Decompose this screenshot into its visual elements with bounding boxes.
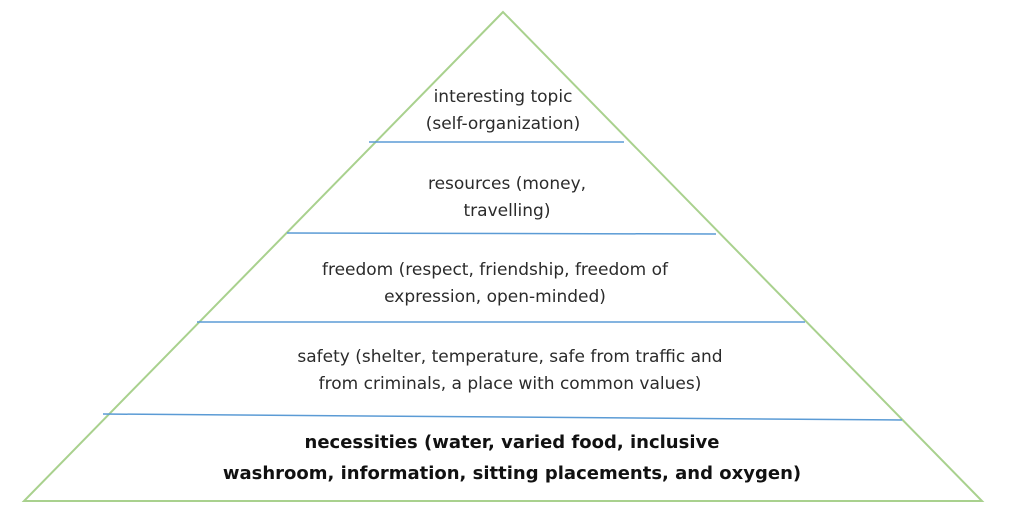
tier-5-label: necessities (water, varied food, inclusi… [212,427,812,489]
tier-1-line-1: interesting topic [433,87,573,107]
tier-1-label: interesting topic (self-organization) [403,84,603,138]
tier-3-line-2: expression, open-minded) [384,287,606,307]
tier-5-line-2: washroom, information, sitting placement… [222,463,802,484]
tier-3-label: freedom (respect, friendship, freedom of… [275,257,715,311]
tier-4-label: safety (shelter, temperature, safe from … [230,344,790,398]
tier-1-line-2: (self-organization) [425,114,581,134]
tier-4-line-2: from criminals, a place with common valu… [318,374,702,394]
tier-divider-4 [102,413,903,421]
tier-divider-2 [286,232,717,235]
tier-2-line-1: resources (money, [427,174,587,194]
tier-2-line-2: travelling) [463,201,551,221]
tier-4-line-1: safety (shelter, temperature, safe from … [297,347,723,367]
tier-2-label: resources (money, travelling) [387,171,627,225]
tier-3-line-1: freedom (respect, friendship, freedom of [321,260,669,280]
pyramid-outline [21,10,985,502]
tier-5-line-1: necessities (water, varied food, inclusi… [304,432,720,453]
